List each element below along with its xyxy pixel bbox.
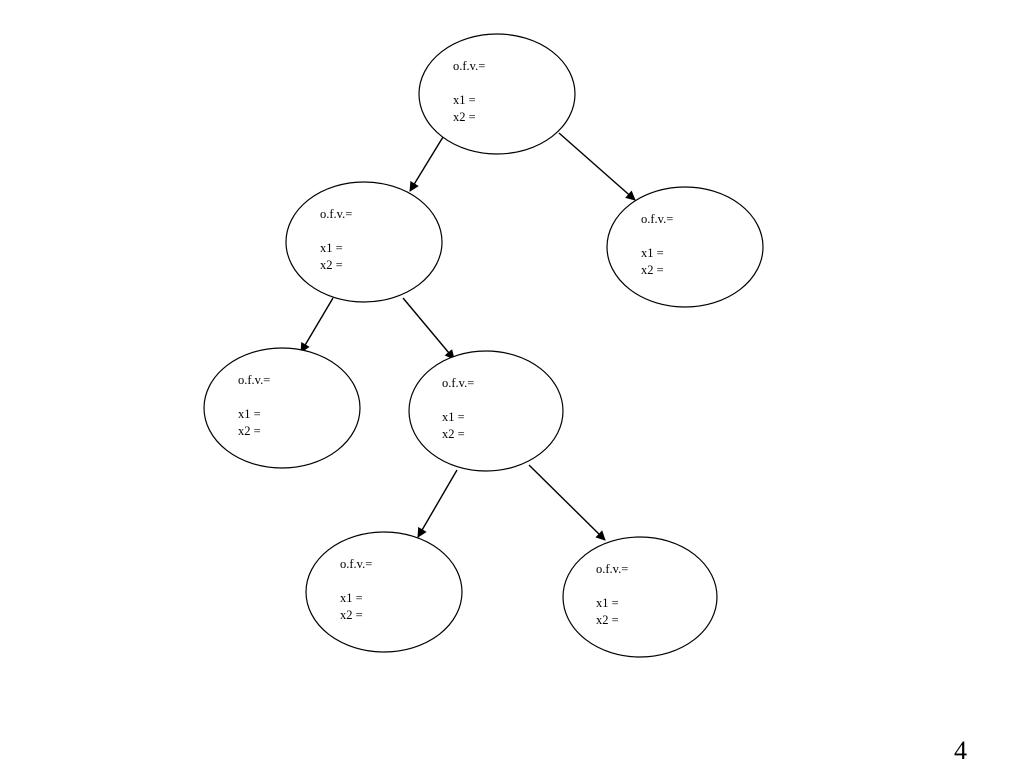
node-x1-label: x1 = xyxy=(641,246,664,260)
edges-layer xyxy=(300,132,636,541)
node-x2-label: x2 = xyxy=(320,258,343,272)
node-x1-label: x1 = xyxy=(442,410,465,424)
nodes-layer: o.f.v.= x1 = x2 = o.f.v.= x1 = x2 = o.f.v.= x1 … xyxy=(203,33,764,658)
node-ellipse xyxy=(305,531,463,653)
node-ofv-label: o.f.v.= xyxy=(320,207,352,221)
node-x1-label: x1 = xyxy=(238,407,261,421)
node-x1-label: x1 = xyxy=(340,591,363,605)
node-ofv-label: o.f.v.= xyxy=(641,212,673,226)
node-ofv-label: o.f.v.= xyxy=(596,562,628,576)
tree-node-root: o.f.v.= x1 = x2 = xyxy=(418,33,576,155)
node-ellipse xyxy=(562,536,718,658)
node-ofv-label: o.f.v.= xyxy=(238,373,270,387)
node-ofv-label: o.f.v.= xyxy=(340,557,372,571)
edge-arrow-left-right-to-left-right-left xyxy=(417,469,458,538)
edge-arrow-root-to-left xyxy=(409,136,444,192)
tree-node-right: o.f.v.= x1 = x2 = xyxy=(606,186,764,308)
node-x2-label: x2 = xyxy=(453,110,476,124)
tree-node-left: o.f.v.= x1 = x2 = xyxy=(285,181,443,303)
node-x1-label: x1 = xyxy=(453,93,476,107)
node-ellipse xyxy=(418,33,576,155)
tree-node-left-right-right: o.f.v.= x1 = x2 = xyxy=(562,536,718,658)
node-x1-label: x1 = xyxy=(596,596,619,610)
page-number: 4 xyxy=(954,736,967,765)
node-ofv-label: o.f.v.= xyxy=(453,59,485,73)
node-ellipse xyxy=(203,347,361,469)
tree-node-left-right-left: o.f.v.= x1 = x2 = xyxy=(305,531,463,653)
node-ellipse xyxy=(408,350,564,472)
edge-arrow-left-to-left-right xyxy=(402,297,455,360)
node-ofv-label: o.f.v.= xyxy=(442,376,474,390)
edge-arrow-root-to-right xyxy=(558,132,636,201)
node-x2-label: x2 = xyxy=(238,424,261,438)
node-ellipse xyxy=(606,186,764,308)
node-x2-label: x2 = xyxy=(596,613,619,627)
node-x2-label: x2 = xyxy=(641,263,664,277)
node-ellipse xyxy=(285,181,443,303)
edge-arrow-left-to-left-left xyxy=(300,297,334,353)
edge-arrow-left-right-to-left-right-right xyxy=(528,464,606,541)
node-x2-label: x2 = xyxy=(340,608,363,622)
node-x1-label: x1 = xyxy=(320,241,343,255)
node-x2-label: x2 = xyxy=(442,427,465,441)
tree-node-left-right: o.f.v.= x1 = x2 = xyxy=(408,350,564,472)
tree-node-left-left: o.f.v.= x1 = x2 = xyxy=(203,347,361,469)
